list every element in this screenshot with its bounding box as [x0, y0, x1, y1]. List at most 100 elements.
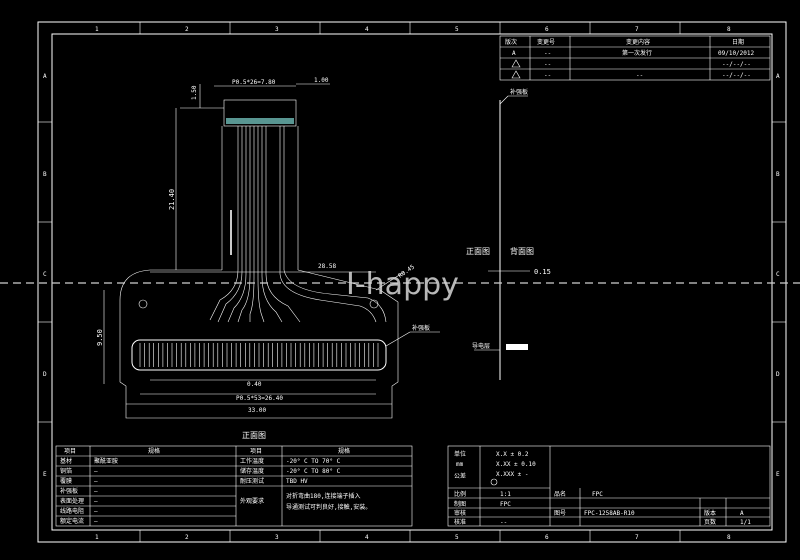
zone-bottom-6: 6 [545, 534, 549, 541]
rev-row3-date: --/--/-- [722, 72, 751, 79]
zone-bottom-4: 4 [365, 534, 369, 541]
spec-mid-value-3: TBD HV [286, 478, 308, 485]
right-mount-hole [369, 299, 379, 309]
zone-top-8: 8 [727, 26, 731, 33]
rev-header-date: 日期 [732, 38, 744, 46]
dim-height-tall: 21.40 [168, 189, 176, 210]
tb-unit-label: 单位 [454, 450, 466, 458]
spec-mid-row-4: 外观要求 [240, 497, 264, 505]
dim-top-left: 1.50 [191, 85, 198, 100]
outer-frame [37, 21, 787, 543]
side-thickness: 0.15 [534, 268, 551, 276]
top-connector-outline [223, 99, 297, 127]
tb-name-label: 品名 [554, 490, 566, 498]
zone-top-7: 7 [635, 26, 639, 33]
revision-table: 版次 变更号 变更内容 日期 A -- 第一次发行 09/10/2012 -- … [499, 35, 771, 81]
spec-left-value-2: — [94, 468, 98, 475]
inner-frame [51, 33, 773, 531]
rev-row1-no: -- [544, 50, 551, 57]
tb-tol-2: X.XX ± 0.10 [496, 461, 536, 468]
rev-row1-mark: A [512, 50, 516, 57]
spec-left-row-4: 补强板 [60, 487, 78, 495]
spec-header-item-2: 项目 [250, 448, 262, 455]
zone-top-4: 4 [365, 26, 369, 33]
rev-header-change-no: 变更号 [537, 38, 555, 46]
tb-sheet-value: 1/1 [740, 519, 751, 526]
spec-left-row-5: 表面处理 [60, 497, 84, 505]
gold-finger-outline [131, 339, 387, 371]
zone-right-e: E [776, 471, 780, 478]
tb-part-value: FPC-1258AB-R10 [584, 510, 635, 517]
fpc-front-view: P0.5*26=7.80 1.00 1.50 21.40 28.58 R0.45… [96, 77, 440, 440]
side-top-label: 补强板 [510, 88, 528, 96]
dim-overall-width: 33.00 [248, 407, 266, 414]
tb-rev-label: 版本 [704, 509, 716, 517]
rev-row1-content: 第一次发行 [622, 49, 652, 57]
body-outline [119, 269, 399, 419]
traces [209, 126, 387, 323]
spec-left-value-1: 聚酰亚胺 [94, 457, 118, 465]
tb-checked-label: 审核 [454, 509, 466, 517]
rev-triangle-1 [511, 59, 521, 68]
spec-left-row-2: 铜箔 [60, 467, 72, 475]
spec-header-spec-1: 规格 [148, 447, 160, 455]
view-label: 正面图 [242, 431, 266, 440]
zone-right-a: A [776, 73, 780, 80]
dim-finger-len: 0.40 [247, 381, 262, 388]
rev-triangle-2 [511, 70, 521, 79]
spec-notes-line-1: 对折弯曲180,连接端子插入 [286, 492, 360, 500]
tb-tol-3: X.XXX ± - [496, 471, 529, 478]
dim-top-pitch: P0.5*26=7.80 [232, 79, 276, 86]
spec-left-value-7: — [94, 518, 98, 525]
zone-bottom-8: 8 [727, 534, 731, 541]
zone-bottom-2: 2 [185, 534, 189, 541]
zone-left-c: C [43, 271, 47, 278]
spec-left-value-5: — [94, 498, 98, 505]
spec-left-row-6: 线路电阻 [60, 507, 84, 515]
spec-mid-value-1: -20° C TO 70° C [286, 458, 341, 465]
tb-tol-1: X.X ± 0.2 [496, 451, 529, 458]
rev-header-content: 变更内容 [626, 38, 650, 46]
dim-bottom-pitch: P0.5*53=26.40 [236, 395, 283, 402]
tb-material-value: FPC [500, 501, 511, 508]
tb-drawn-label: 制图 [454, 500, 466, 508]
zone-top-5: 5 [455, 26, 459, 33]
spec-left-row-1: 基材 [60, 457, 72, 465]
zone-top-6: 6 [545, 26, 549, 33]
side-front-label: 正面图 [466, 247, 490, 256]
spec-mid-row-2: 储存温度 [240, 467, 264, 475]
projection-symbol [490, 478, 498, 486]
dim-top-right: 1.00 [314, 77, 329, 84]
rev-row2-date: --/--/-- [722, 61, 751, 68]
tb-scale-label: 比例 [454, 490, 466, 498]
zone-right-b: B [776, 171, 780, 178]
callout-stiffener: 补强板 [412, 324, 430, 332]
top-zone-ticks [38, 22, 786, 542]
zone-right-d: D [776, 371, 780, 378]
tb-approved-label: 核准 [454, 518, 466, 526]
spec-mid-row-3: 耐压测试 [240, 477, 264, 485]
spec-left-row-3: 覆膜 [60, 477, 72, 485]
rev-row1-date: 09/10/2012 [718, 50, 755, 57]
left-mount-hole [138, 299, 148, 309]
zone-bottom-5: 5 [455, 534, 459, 541]
spec-left-value-6: — [94, 508, 98, 515]
spec-mid-row-1: 工作温度 [240, 457, 264, 465]
tb-unit-value: mm [456, 461, 464, 468]
side-back-label: 背面图 [510, 246, 534, 256]
zone-left-e: E [43, 471, 47, 478]
zone-top-1: 1 [95, 26, 99, 33]
spec-header-spec-2: 规格 [338, 447, 350, 455]
dimension-lines [103, 83, 440, 405]
spec-left-value-3: — [94, 478, 98, 485]
tb-tol-label: 公差 [454, 472, 466, 480]
zone-left-a: A [43, 73, 47, 80]
zone-bottom-1: 1 [95, 534, 99, 541]
spec-notes-line-2: 导通测试可判良好,接触,安装。 [286, 503, 371, 511]
rev-row2-no: -- [544, 61, 551, 68]
spec-mid-value-2: -20° C TO 80° C [286, 468, 341, 475]
rev-row3-content: -- [636, 72, 643, 79]
zone-left-b: B [43, 171, 47, 178]
watermark: I-happy [346, 267, 459, 302]
